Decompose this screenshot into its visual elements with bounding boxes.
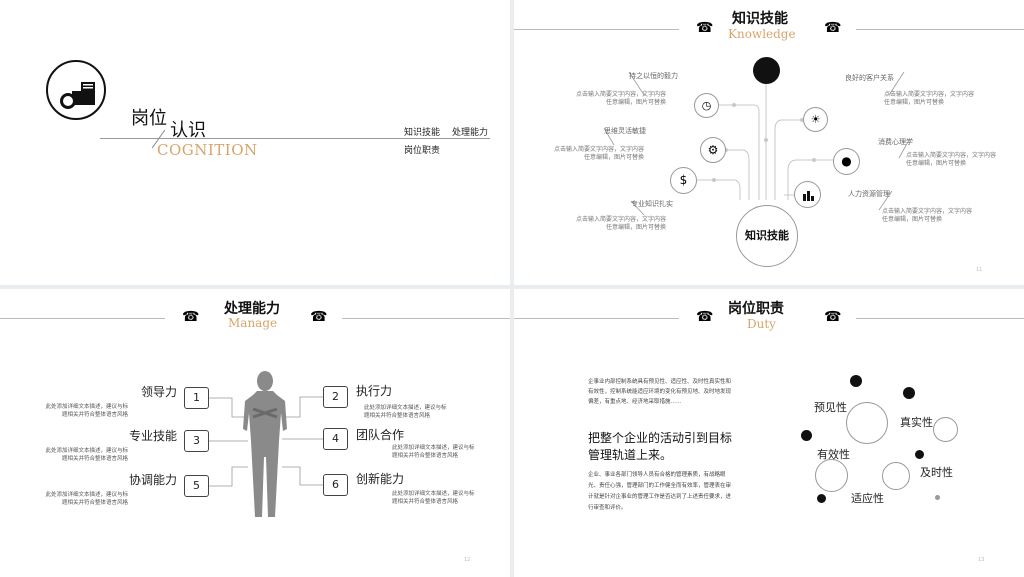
clock-icon: ◷ [694, 93, 719, 118]
slide-cognition[interactable]: 岗位 认识 COGNITION 知识技能 处理能力 岗位职责 [0, 0, 510, 285]
bubble-label-adaptability: 适应性 [851, 492, 884, 505]
number-box-4: 4 [323, 428, 348, 450]
right-desc-2: 此处添加详细文本描述，建议与标 题相关并符合整体语言风格 [392, 445, 475, 459]
left-label-3: 专业知识扎实 [631, 200, 673, 208]
right-desc-1: 点击输入简要文字内容，文字内容 任意编辑，图片可替换 [884, 91, 975, 106]
bubble-label-authenticity: 真实性 [900, 416, 933, 429]
header-rule-right [856, 29, 1024, 30]
menu-item-duty[interactable]: 岗位职责 [404, 146, 441, 156]
number-box-3: 3 [184, 430, 209, 452]
left-desc-2: 点击输入简要文字内容，文字内容 任意编辑，图片可替换 [553, 146, 644, 161]
slide-subtitle: Duty [747, 317, 776, 331]
number-box-1: 1 [184, 387, 209, 409]
dot-4 [915, 450, 924, 459]
header-rule-left [0, 318, 165, 319]
right-desc-1: 此处添加详细文本描述，建议与标 题相关并符合整体语言风格 [364, 405, 447, 419]
page-number: 11 [976, 267, 983, 273]
bubble-main [846, 402, 888, 444]
bubble-label-effectiveness: 有效性 [817, 448, 850, 461]
dot-6 [935, 495, 940, 500]
left-title-1: 领导力 [140, 385, 177, 399]
bubble-label-foresight: 预见性 [814, 401, 847, 414]
head-icon: ● [833, 148, 860, 175]
slide-title: 知识技能 [732, 11, 788, 27]
phone-icon-right: ☎ [824, 309, 842, 325]
page-number: 13 [978, 557, 985, 563]
phone-icon-left: ☎ [696, 20, 714, 36]
left-label-1: 持之以恒的毅力 [629, 72, 678, 80]
slide-subtitle: Knowledge [728, 27, 796, 41]
header-rule-right [856, 318, 1024, 319]
center-node-label: 知识技能 [745, 229, 789, 242]
left-desc-1: 此处添加详细文本描述，建议与标 题相关并符合整体语言风格 [45, 404, 128, 418]
left-desc-1: 点击输入简要文字内容，文字内容 任意编辑，图片可替换 [575, 91, 666, 106]
title-part-b: 认识 [170, 120, 206, 141]
bubble-right [933, 417, 958, 442]
menu-item-manage[interactable]: 处理能力 [452, 128, 489, 138]
header-rule-left [514, 318, 679, 319]
right-desc-3: 此处添加详细文本描述，建议与标 题相关并符合整体语言风格 [392, 491, 475, 505]
bubble-left [815, 459, 848, 492]
gears-icon: ⚙ [700, 137, 726, 163]
dot-3 [801, 430, 812, 441]
right-label-3: 人力资源管理 [848, 190, 890, 198]
slide-knowledge[interactable]: ☎ ☎ 知识技能 Knowledge 知识技能 ◷ [514, 0, 1024, 285]
number-box-5: 5 [184, 475, 209, 497]
phone-icon-left: ☎ [182, 309, 200, 325]
menu-item-knowledge[interactable]: 知识技能 [404, 128, 441, 138]
left-desc-2: 此处添加详细文本描述，建议与标 题相关并符合整体语言风格 [45, 448, 128, 462]
left-desc-3: 此处添加详细文本描述，建议与标 题相关并符合整体语言风格 [45, 492, 128, 506]
dollar-icon: $ [670, 167, 697, 194]
right-desc-2: 点击输入简要文字内容，文字内容 任意编辑，图片可替换 [906, 152, 997, 167]
slide-duty[interactable]: ☎ ☎ 岗位职责 Duty 企事业内部控制系统具有预见性、适应性、及时性真实性和… [514, 289, 1024, 577]
phone-icon-left: ☎ [696, 309, 714, 325]
left-title-3: 协调能力 [128, 473, 177, 487]
slide-manage[interactable]: ☎ ☎ 处理能力 Manage 1 3 5 2 4 6 领导力 此处添加详细文本… [0, 289, 510, 577]
right-title-2: 团队合作 [356, 428, 405, 442]
right-title-3: 创新能力 [356, 472, 405, 486]
right-title-1: 执行力 [356, 384, 393, 398]
number-box-6: 6 [323, 474, 348, 496]
headline: 把整个企业的活动引到目标管理轨道上来。 [588, 431, 733, 462]
slide-title: 岗位职责 [728, 301, 784, 317]
dot-1 [850, 375, 862, 387]
left-desc-3: 点击输入简要文字内容，文字内容 任意编辑，图片可替换 [575, 216, 666, 231]
number-box-2: 2 [323, 386, 348, 408]
left-label-2: 思维灵活敏捷 [604, 127, 646, 135]
intro-paragraph: 企事业内部控制系统具有预见性、适应性、及时性真实性和有效性，控制系统能适应环境的… [588, 379, 732, 405]
body-paragraph: 企业、事业各部门领导人员有合格的管理素质，有战略眼光、责任心强，管理部门的工作健… [588, 472, 732, 511]
right-label-2: 消费心理学 [878, 138, 913, 146]
title-english: COGNITION [157, 141, 258, 159]
bubble-label-timeliness: 及时性 [920, 466, 953, 479]
camera-briefcase-icon [60, 82, 95, 109]
title-rule [100, 138, 490, 139]
slide-subtitle: Manage [228, 316, 278, 330]
knowledge-tree-lines [603, 71, 910, 216]
left-title-2: 专业技能 [128, 429, 177, 443]
connector-lines [209, 396, 323, 487]
top-dot [753, 57, 780, 84]
dot-5 [817, 494, 826, 503]
dot-2 [903, 387, 915, 399]
slide-title: 处理能力 [224, 301, 280, 317]
page-number: 12 [464, 557, 471, 563]
bar-chart-icon [794, 181, 821, 208]
right-desc-3: 点击输入简要文字内容，文字内容 任意编辑，图片可替换 [882, 208, 973, 223]
center-node[interactable]: 知识技能 [736, 205, 798, 267]
lightbulb-icon: ☀ [803, 107, 828, 132]
businessman-silhouette [243, 371, 287, 517]
title-part-a: 岗位 [131, 108, 167, 129]
header-rule-right [342, 318, 510, 319]
header-rule-left [514, 29, 679, 30]
bubble-bottom [882, 462, 910, 490]
briefcase-icon-circle [46, 60, 106, 120]
right-label-1: 良好的客户关系 [845, 74, 894, 82]
